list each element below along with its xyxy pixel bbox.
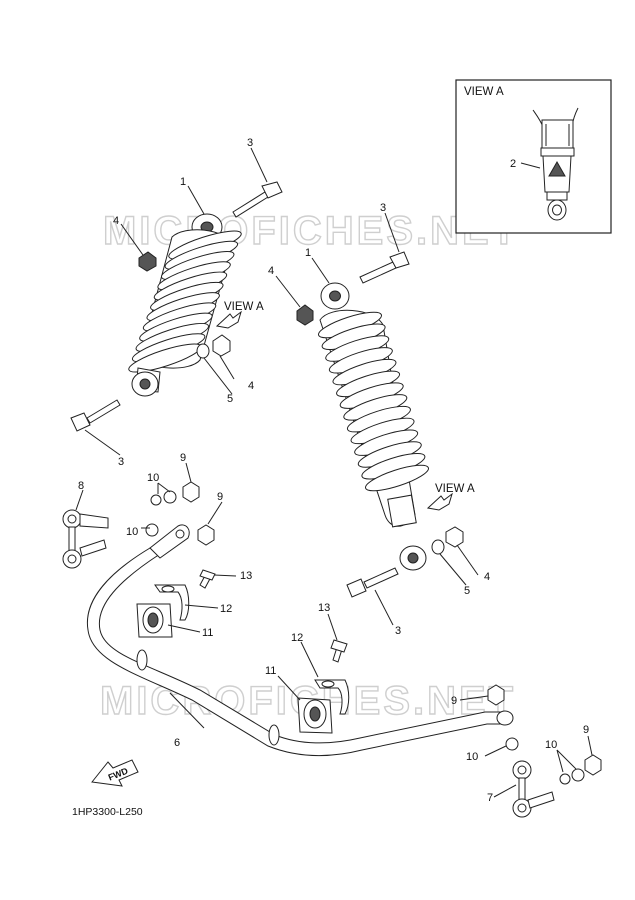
callout-3: 3 — [395, 625, 401, 637]
callout-1: 1 — [180, 176, 186, 188]
shock-absorber-right — [296, 251, 464, 598]
callout-8: 8 — [78, 480, 84, 492]
callout-10: 10 — [126, 526, 138, 538]
callout-10: 10 — [545, 739, 557, 751]
callout-1: 1 — [305, 247, 311, 259]
forward-arrow: FWD — [91, 759, 139, 787]
link-rod-right — [487, 684, 602, 818]
callout-11: 11 — [265, 665, 276, 677]
callout-6: 6 — [174, 737, 180, 749]
bolt-13-right — [330, 639, 348, 663]
view-a-arrow-right: VIEW A — [426, 483, 475, 511]
bracket-left — [154, 584, 190, 621]
callout-4: 4 — [113, 215, 119, 227]
bushing-right — [297, 697, 333, 734]
callout-3: 3 — [118, 456, 124, 468]
callout-2: 2 — [510, 158, 516, 170]
callout-9: 9 — [180, 452, 186, 464]
inset-view-a: VIEW A 2 — [455, 79, 612, 234]
callout-13: 13 — [240, 570, 252, 582]
callout-4: 4 — [484, 571, 490, 583]
callout-12: 12 — [220, 603, 232, 615]
callout-4: 4 — [248, 380, 254, 392]
leader-lines — [75, 147, 593, 798]
callout-labels: 3 1 4 3 1 4 4 5 3 8 10 9 9 10 13 12 11 6… — [78, 137, 589, 804]
callout-11: 11 — [202, 627, 213, 639]
inset-title: VIEW A — [464, 86, 504, 98]
bolt-13-left — [199, 569, 216, 589]
stabilizer-bar — [86, 524, 514, 757]
callout-9: 9 — [583, 724, 589, 736]
svg-text:VIEW A: VIEW A — [435, 483, 475, 495]
callout-9: 9 — [451, 695, 457, 707]
bracket-right — [314, 679, 350, 715]
diagram-code: 1HP3300-L250 — [72, 806, 143, 818]
callout-9: 9 — [217, 491, 223, 503]
callout-5: 5 — [464, 585, 470, 597]
callout-3: 3 — [247, 137, 253, 149]
callout-10: 10 — [147, 472, 159, 484]
svg-text:VIEW A: VIEW A — [224, 301, 264, 313]
spring-coil — [365, 464, 429, 492]
shock-absorber-left — [70, 181, 283, 432]
bushing-left — [136, 603, 173, 638]
callout-4: 4 — [268, 265, 274, 277]
callout-12: 12 — [291, 632, 303, 644]
link-rod-left — [62, 481, 215, 569]
view-a-arrow-left: VIEW A — [215, 301, 264, 329]
callout-5: 5 — [227, 393, 233, 405]
callout-7: 7 — [487, 792, 493, 804]
callout-3: 3 — [380, 202, 386, 214]
callout-10: 10 — [466, 751, 478, 763]
callout-13: 13 — [318, 602, 330, 614]
